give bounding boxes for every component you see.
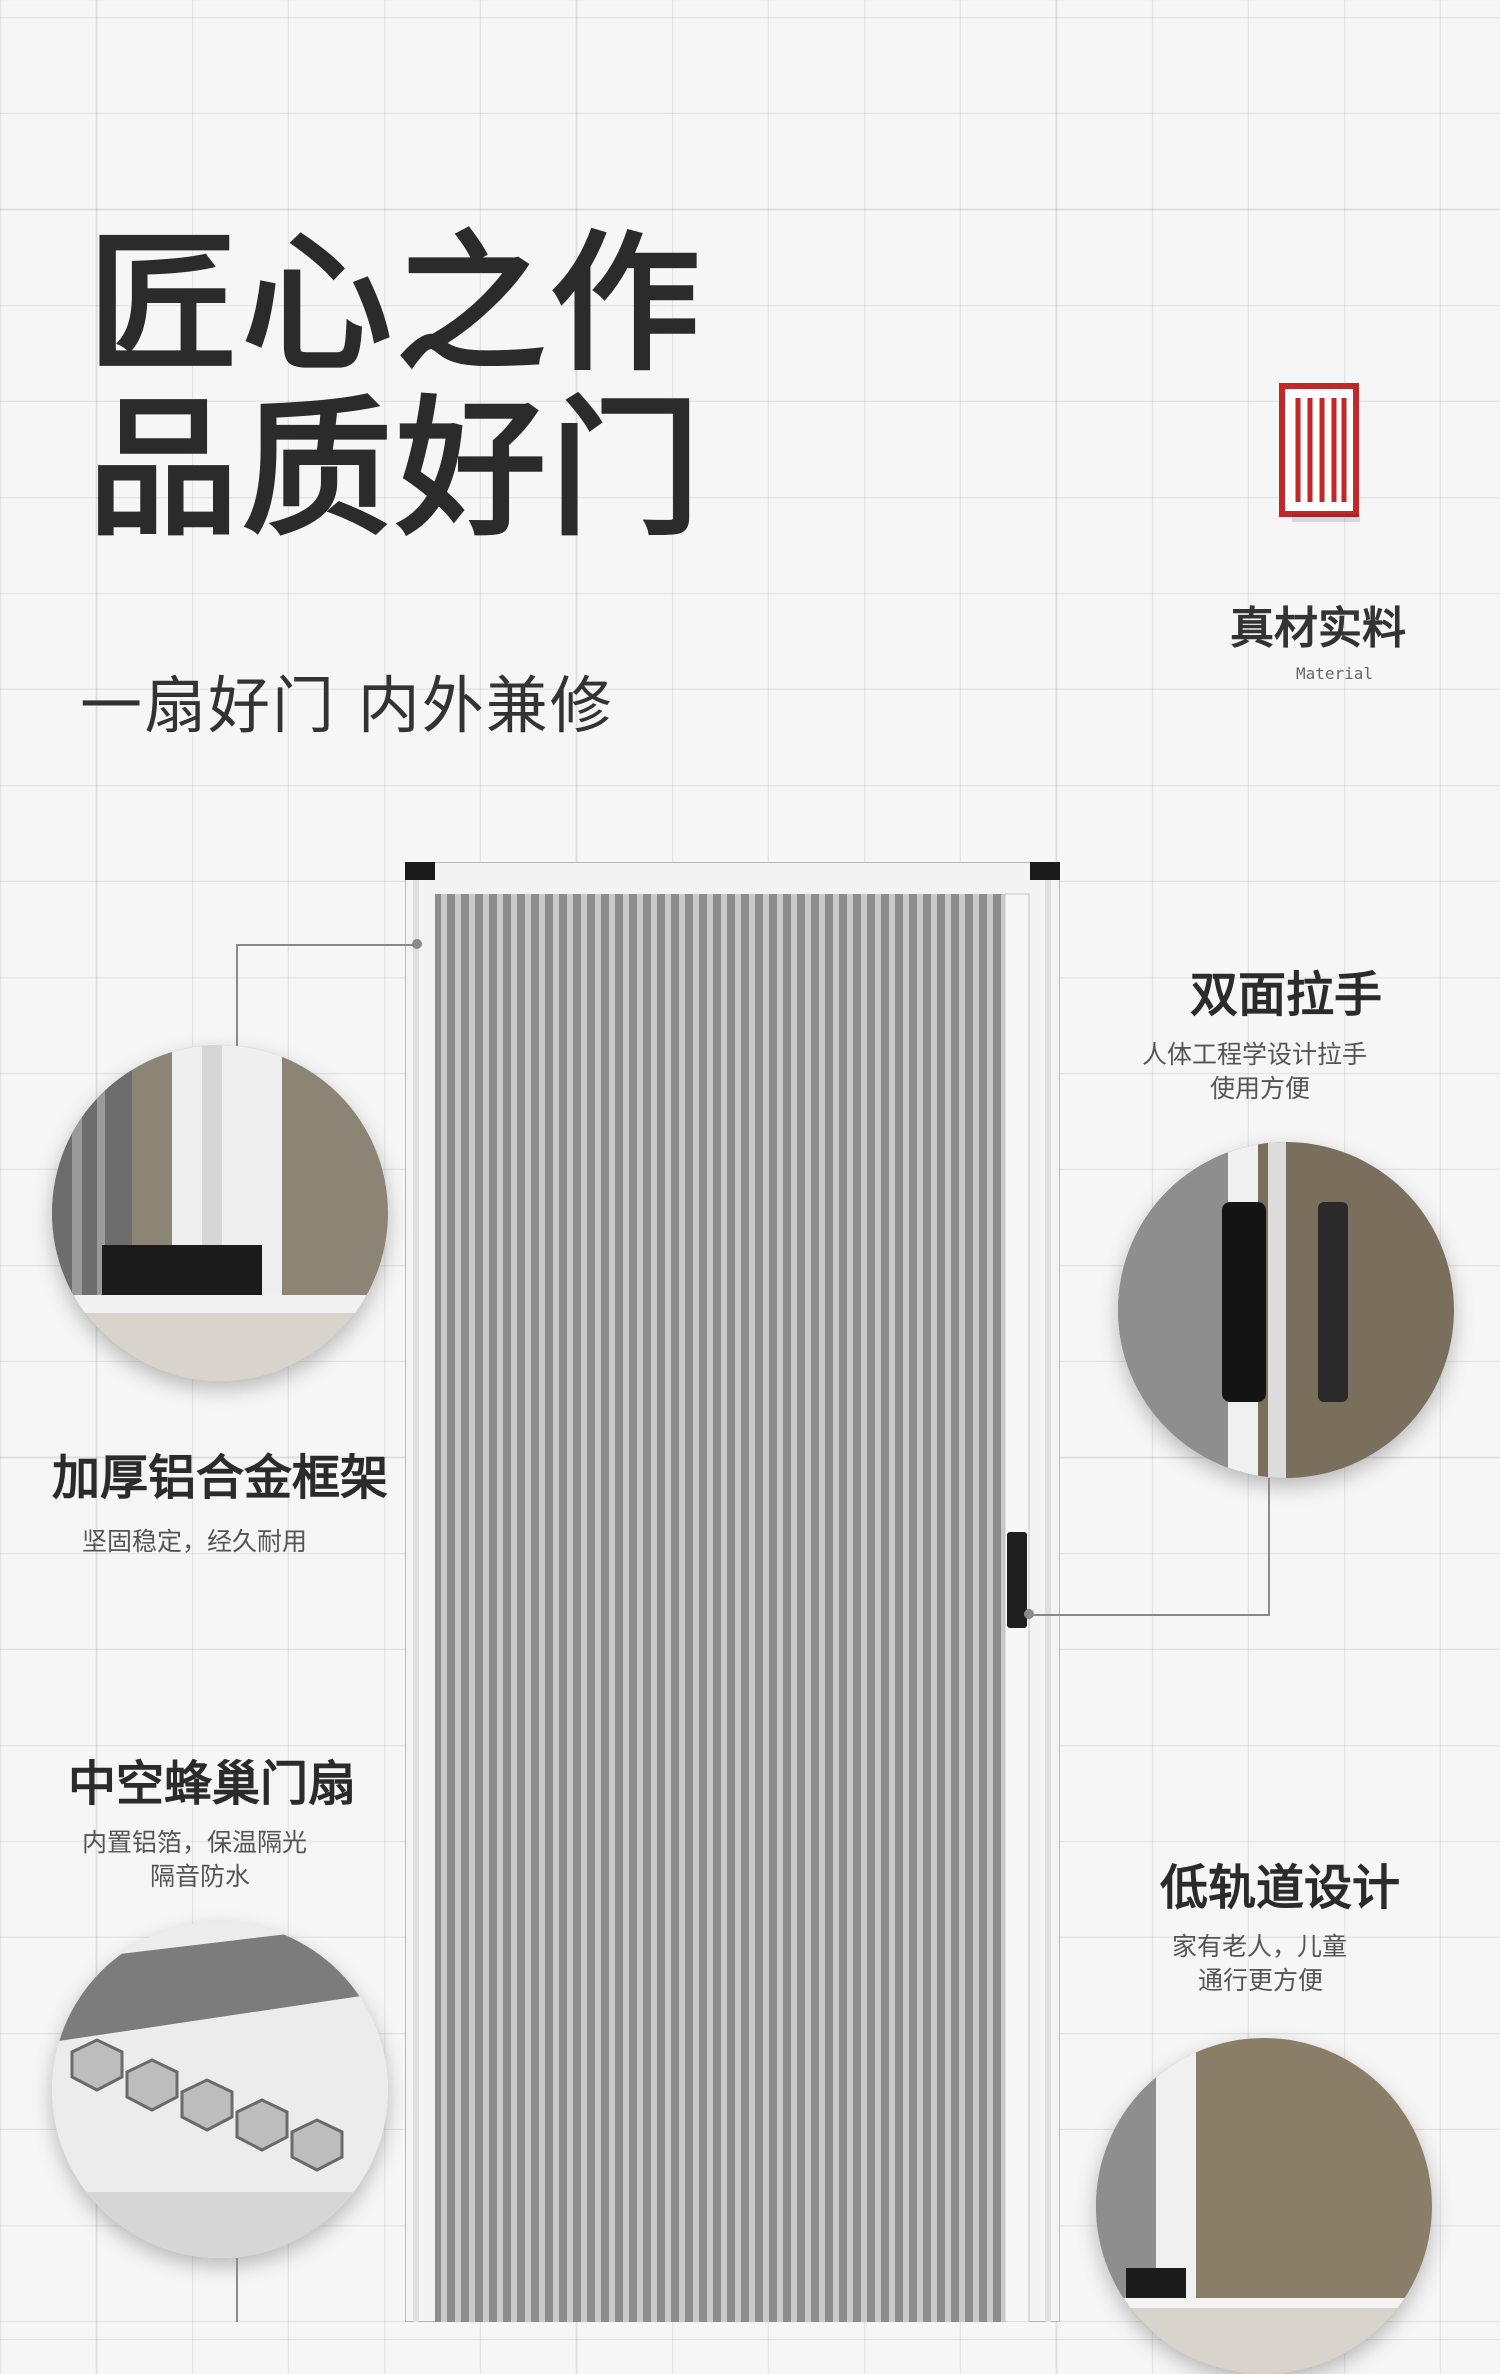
hero-title-line1: 匠心之作: [88, 218, 705, 392]
frame-detail-image: [52, 1045, 388, 1381]
frame-feature-desc: 坚固稳定，经久耐用: [82, 1527, 308, 1556]
handle-feature-desc-line1: 人体工程学设计拉手: [1142, 1040, 1368, 1069]
honeycomb-detail-image: [52, 1922, 388, 2258]
track-detail-image: [1096, 2038, 1432, 2374]
track-feature-desc-line1: 家有老人，儿童: [1172, 1932, 1348, 1961]
track-feature-desc-line2: 通行更方便: [1198, 1966, 1324, 1995]
material-badge-label: 真材实料: [1230, 603, 1406, 654]
honeycomb-feature-desc-line2: 隔音防水: [150, 1862, 251, 1891]
screen-door-illustration: [404, 861, 1061, 2323]
handle-detail-image: [1118, 1142, 1454, 1478]
honeycomb-feature-desc-line1: 内置铝箔，保温隔光: [82, 1828, 308, 1857]
hero-title-line2: 品质好门: [88, 383, 705, 557]
frame-feature-title: 加厚铝合金框架: [52, 1450, 389, 1506]
material-badge-sublabel: Material: [1296, 664, 1374, 683]
handle-feature-title: 双面拉手: [1190, 967, 1383, 1023]
honeycomb-feature-title: 中空蜂巢门扇: [68, 1756, 357, 1812]
hero-subtitle: 一扇好门 内外兼修: [80, 669, 614, 742]
material-badge-icon: [1278, 382, 1362, 522]
handle-feature-desc-line2: 使用方便: [1210, 1074, 1311, 1103]
track-feature-title: 低轨道设计: [1160, 1860, 1401, 1916]
